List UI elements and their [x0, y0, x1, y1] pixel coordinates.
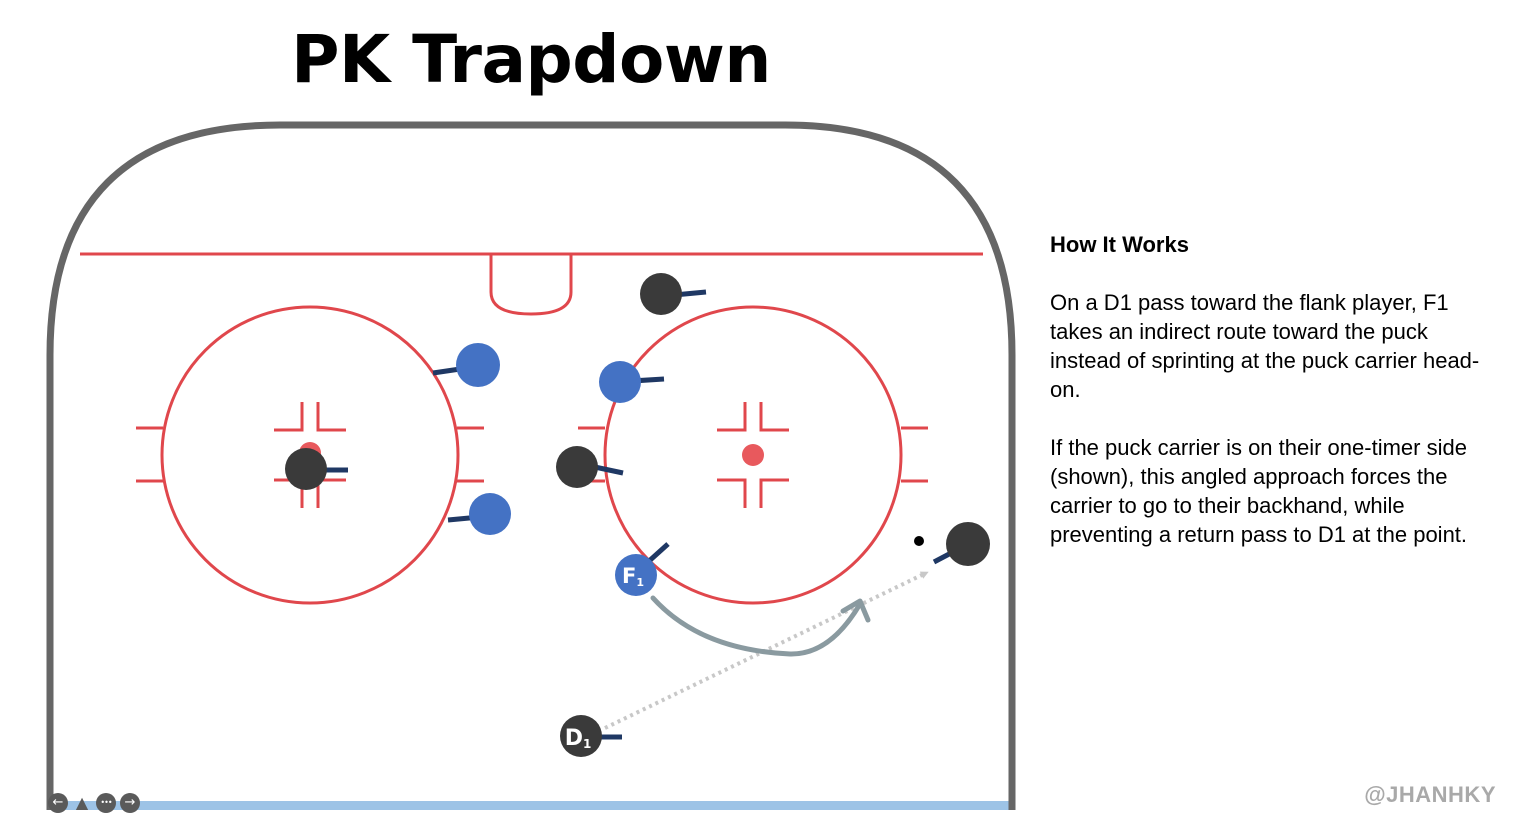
slide-nav-controls: ← ▲ ••• → [48, 792, 140, 814]
attacker-slot [556, 446, 624, 488]
panel-heading: How It Works [1050, 232, 1189, 257]
d1-subscript: 1 [583, 737, 591, 751]
rink-boards [46, 121, 1016, 810]
right-faceoff-circle [578, 305, 928, 605]
svg-text:D1: D1 [565, 726, 592, 751]
f1-subscript: 1 [636, 576, 644, 589]
ice-bottom-strip [50, 801, 1012, 810]
arrow-right-icon[interactable]: → [120, 793, 140, 813]
player-f1: F1 [615, 542, 670, 596]
attacker-left-circle [285, 448, 348, 490]
d1-label: D [565, 726, 583, 751]
f1-route-arrow [650, 595, 863, 657]
pointer-icon[interactable]: ▲ [75, 793, 89, 812]
puck [914, 536, 924, 546]
watermark: @JHANHKY [1364, 782, 1496, 807]
explanation-panel: How It Works On a D1 pass toward the fla… [1050, 230, 1480, 578]
attacker-top [640, 273, 707, 315]
right-faceoff-dot [742, 444, 764, 466]
panel-paragraph-2: If the puck carrier is on their one-time… [1050, 435, 1468, 547]
rink-diagram: D1 F1 [46, 121, 1016, 810]
diagram-title: PK Trapdown [291, 21, 771, 98]
f1-label: F [622, 564, 636, 588]
defender-left-top [432, 343, 500, 387]
defender-left-bottom [447, 493, 511, 535]
f1-route-arrowhead [840, 598, 871, 623]
more-icon[interactable]: ••• [96, 793, 116, 813]
attacker-puck-carrier [932, 522, 990, 566]
arrow-left-icon[interactable]: ← [48, 793, 68, 813]
referee-crease [489, 254, 573, 316]
player-d1: D1 [560, 715, 622, 757]
svg-text:F1: F1 [622, 564, 644, 589]
defender-right-top [599, 361, 665, 403]
panel-paragraph-1: On a D1 pass toward the flank player, F1… [1050, 290, 1480, 402]
